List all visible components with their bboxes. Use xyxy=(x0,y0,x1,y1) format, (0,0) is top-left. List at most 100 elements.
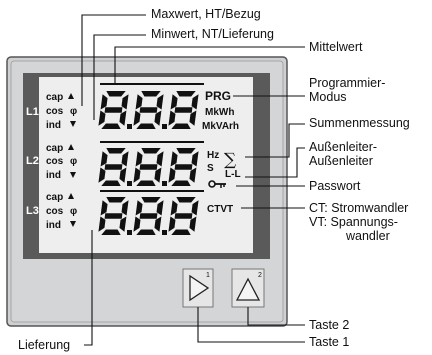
button-1-index: 1 xyxy=(206,272,210,279)
callout-summenmessung: Summenmessung xyxy=(309,116,410,130)
digit-segment-f xyxy=(100,94,108,110)
callout-vt-2: wandler xyxy=(346,229,390,243)
decimal-point xyxy=(127,124,132,129)
digit-segment-f xyxy=(170,200,178,216)
decimal-point xyxy=(162,124,167,129)
digit-display-row3 xyxy=(98,197,199,235)
digit-segment-c xyxy=(154,167,162,183)
digit-segment-e xyxy=(98,216,106,232)
digit-segment-c xyxy=(189,167,197,183)
digit-segment-c xyxy=(189,110,197,126)
arrow-up-icon xyxy=(68,93,74,99)
digit-segment-g xyxy=(174,213,193,219)
leader-lines xyxy=(81,14,305,346)
cap-label: cap xyxy=(46,143,63,154)
button-2-index: 2 xyxy=(258,272,262,279)
digit-segment-b xyxy=(156,200,164,216)
cos-label: cos xyxy=(46,156,64,167)
indicator-group-row2: cap cos φ ind xyxy=(46,143,77,181)
phi-symbol: φ xyxy=(70,106,77,117)
row-label-l3: L3 xyxy=(26,205,39,217)
digit-segment-c xyxy=(119,110,127,126)
digit-segment-e xyxy=(168,167,176,183)
digit-segment-d xyxy=(101,180,121,186)
arrow-down-icon xyxy=(70,172,76,178)
digit-segment-f xyxy=(100,200,108,216)
phi-symbol: φ xyxy=(70,206,77,217)
digit-segment-a xyxy=(141,197,161,203)
digit-segment-g xyxy=(104,107,123,113)
decimal-point xyxy=(127,181,132,186)
ind-label: ind xyxy=(46,220,61,231)
digit-segment-b xyxy=(121,200,129,216)
phi-symbol: φ xyxy=(70,156,77,167)
callout-passwort: Passwort xyxy=(309,179,361,193)
callout-mittelwert: Mittelwert xyxy=(309,40,363,54)
digit-segment-d xyxy=(101,123,121,129)
digit-segment-b xyxy=(121,94,129,110)
callout-lieferung: Lieferung xyxy=(18,338,71,352)
digit-segment-e xyxy=(98,167,106,183)
digit-segment-d xyxy=(171,229,191,235)
arrow-down-icon xyxy=(70,221,76,227)
button-1[interactable]: 1 xyxy=(182,268,214,308)
digit-segment-a xyxy=(106,148,126,154)
cos-label: cos xyxy=(46,206,64,217)
cos-label: cos xyxy=(46,106,64,117)
arrow-down-icon xyxy=(70,121,76,127)
digit-segment-b xyxy=(121,151,129,167)
digit-segment-b xyxy=(191,151,199,167)
digit-segment-a xyxy=(141,148,161,154)
digit-display-row1 xyxy=(98,91,199,129)
digit-segment-e xyxy=(98,110,106,126)
digit-segment-d xyxy=(171,180,191,186)
digit-segment-e xyxy=(133,216,141,232)
digit-segment-d xyxy=(101,229,121,235)
digit-segment-a xyxy=(176,197,196,203)
cap-label: cap xyxy=(46,192,63,203)
digit-segment-d xyxy=(136,123,156,129)
digit-segment-a xyxy=(106,91,126,97)
digit-segment-b xyxy=(191,94,199,110)
digit-segment-a xyxy=(106,197,126,203)
digit-segment-g xyxy=(104,213,123,219)
digit-segment-g xyxy=(139,164,158,170)
arrow-up-icon xyxy=(68,144,74,150)
digit-segment-c xyxy=(189,216,197,232)
callout-aussenleiter: Außenleiter- xyxy=(309,140,378,154)
callout-taste1: Taste 1 xyxy=(309,335,350,349)
arrow-up-icon xyxy=(68,193,74,199)
ind-label: ind xyxy=(46,120,61,131)
callout-vt: VT: Spannungs- xyxy=(309,215,398,229)
digit-segment-d xyxy=(171,123,191,129)
digit-segment-c xyxy=(119,216,127,232)
digit-segment-g xyxy=(139,107,158,113)
callout-ct: CT: Stromwandler xyxy=(309,201,409,215)
callout-programmier: Programmier- xyxy=(309,76,386,90)
digit-segment-d xyxy=(136,180,156,186)
sigma-icon: ∑ xyxy=(224,150,236,170)
digit-segment-e xyxy=(133,110,141,126)
digit-segment-e xyxy=(133,167,141,183)
digit-segment-f xyxy=(135,151,143,167)
row-label-l2: L2 xyxy=(26,155,39,167)
digit-segment-g xyxy=(104,164,123,170)
digit-segment-f xyxy=(100,151,108,167)
prg-label: PRG xyxy=(205,89,231,103)
digit-segment-g xyxy=(174,107,193,113)
decimal-point xyxy=(162,181,167,186)
callout-programmier-modus: Modus xyxy=(309,90,347,104)
s-label: S xyxy=(207,163,214,174)
digit-segment-d xyxy=(136,229,156,235)
digit-segment-b xyxy=(191,200,199,216)
hz-label: Hz xyxy=(207,150,219,161)
digit-segment-f xyxy=(135,200,143,216)
digit-segment-g xyxy=(174,164,193,170)
callout-minwert: Minwert, NT/Lieferung xyxy=(151,27,274,41)
key-icon xyxy=(208,180,226,188)
digit-segment-b xyxy=(156,94,164,110)
row-label-l1: L1 xyxy=(26,106,39,118)
digit-display-row2 xyxy=(98,148,199,186)
button-2[interactable]: 2 xyxy=(231,268,265,308)
